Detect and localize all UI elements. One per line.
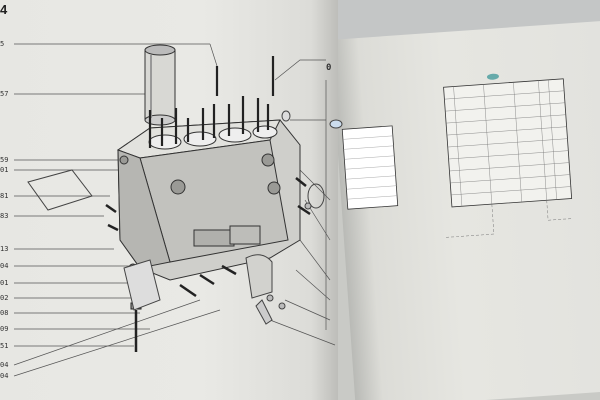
callout-number: 04: [0, 262, 9, 270]
callout-number: 08: [0, 309, 9, 317]
callout-number: 02: [0, 294, 9, 302]
callout-number: 01: [0, 166, 9, 174]
engine-block: [116, 119, 301, 281]
callout-number: 5: [0, 40, 5, 48]
callout-number: 81: [0, 192, 9, 200]
callout-number: 04: [0, 361, 9, 369]
leader-lines: [13, 43, 336, 377]
head-studs: [148, 56, 275, 148]
callout-number: 51: [0, 342, 9, 350]
callout-number: 13: [0, 245, 9, 253]
parts-table: [341, 73, 574, 238]
callout-number: 01: [0, 279, 9, 287]
callout-number: 09: [0, 325, 9, 333]
callout-number: 59: [0, 156, 9, 164]
section-marker: 0: [326, 63, 332, 73]
callout-number: 04: [0, 372, 9, 380]
brackets-gaskets: [27, 110, 343, 325]
cylinder-liner: [144, 44, 176, 126]
callout-number: 57: [0, 90, 9, 98]
callout-number: 83: [0, 212, 9, 220]
page-number: 4: [0, 2, 8, 17]
